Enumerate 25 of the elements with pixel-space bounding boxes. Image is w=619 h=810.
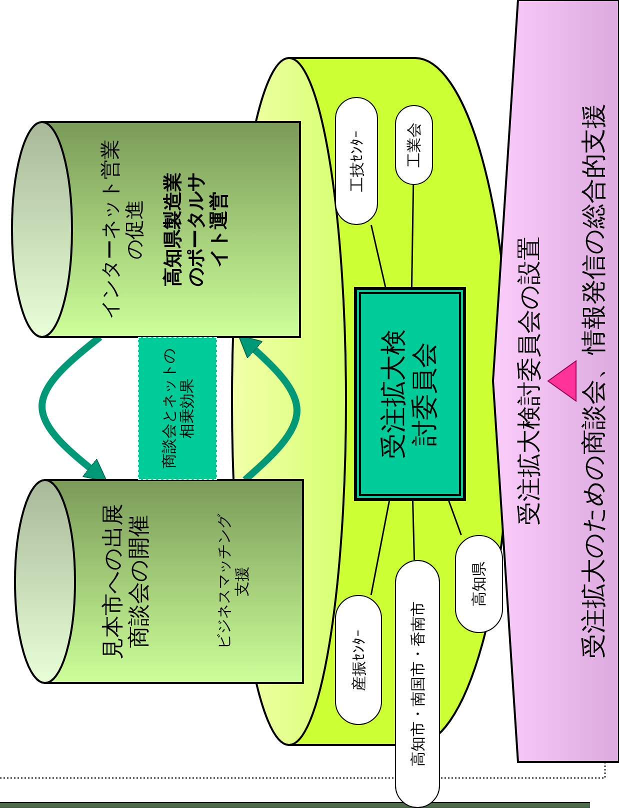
committee-title: 受注拡大検討委員会: [378, 328, 441, 461]
body-text: ビジネスマッチング支援: [215, 512, 251, 651]
connector-line: [412, 500, 416, 560]
label-box: [138, 337, 217, 480]
rounded-label: [335, 97, 378, 225]
heading-text: 見本市への出展商談会の開催: [101, 502, 154, 662]
committee-box: [355, 288, 465, 500]
connector-line: [410, 184, 414, 288]
rounded-label: [395, 560, 440, 808]
label-text: 高知市・南国市・香南市: [408, 602, 426, 766]
label-text: 産振ｾﾝﾀｰ: [350, 629, 368, 691]
label-text: 工技ｾﾝﾀｰ: [348, 130, 366, 192]
label-text: 商談会とネットの相乗効果: [160, 348, 196, 470]
label-text: 工業会: [405, 122, 423, 168]
band-heading: 受注拡大検討委員会の設置: [515, 236, 544, 528]
label-text: 高知県: [470, 562, 488, 606]
rounded-label: [395, 105, 433, 185]
body-text: 高知県製造業のポータルサイト運営: [162, 172, 230, 288]
band-text: 受注拡大のための商談会、情報発信の総合的支援: [579, 102, 609, 660]
rounded-label: [455, 535, 503, 633]
rounded-label: [335, 595, 382, 725]
connector-line: [370, 224, 386, 288]
connector-line: [370, 500, 390, 596]
connector-line: [448, 500, 462, 536]
heading-text: インターネット営業の促進: [98, 138, 146, 322]
